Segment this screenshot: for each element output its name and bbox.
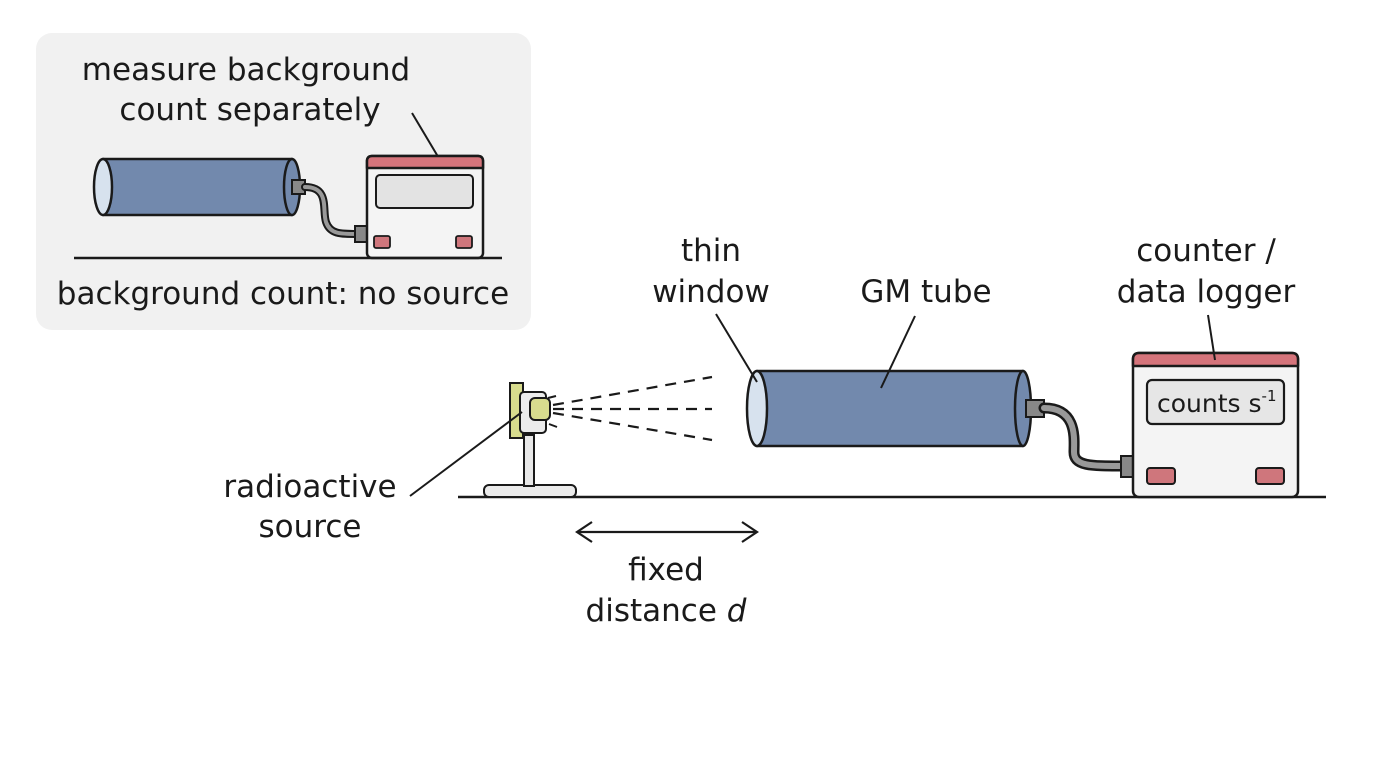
radiation-ray-upper [552,375,713,407]
source-capsule [529,397,551,421]
radiation-ray-lower [552,411,713,442]
counter-pointer [1207,314,1216,361]
display-exponent: -1 [1262,387,1277,405]
stand-rod [523,434,535,487]
distance-label-text: distance [586,593,727,629]
gm-tube [745,369,1033,448]
counter-label-line2: data logger [1117,274,1296,310]
tube-label: GM tube [860,274,991,310]
signal-cable [1025,399,1136,478]
inset-caption: background count: no source [57,276,509,312]
background-inset: measure background count separately back… [36,33,531,330]
gm-tube-body [755,369,1025,448]
distance-label-line1: fixed [628,552,704,588]
distance-label-line2: distance d [586,593,747,629]
inset-note-line1: measure background [82,52,410,88]
counter-button-left [1146,467,1176,485]
thin-window [745,369,769,448]
radioactive-source [483,382,577,498]
inset-counter [365,154,485,260]
counter-button-right [1255,467,1285,485]
counter-display-text: counts s-1 [1157,387,1277,418]
radiation-ticks [547,395,558,428]
distance-arrow [575,521,759,543]
counter-label-line1: counter / [1136,233,1276,269]
inset-note-pointer [411,112,441,161]
radiation-rays [552,375,713,442]
counter: counts s-1 [1131,351,1300,499]
tube-pointer [880,315,916,389]
source-label-line1: radioactive [223,469,396,505]
window-label-line1: thin [681,233,741,269]
counter-display [1145,378,1286,426]
window-label-line2: window [652,274,770,310]
source-label-line2: source [259,509,362,545]
distance-symbol: d [727,593,747,629]
display-units: counts s [1157,389,1262,418]
inset-gm-tube [92,157,302,217]
window-pointer [715,313,758,383]
source-pointer [409,411,523,497]
inset-note-line2: count separately [119,92,380,128]
